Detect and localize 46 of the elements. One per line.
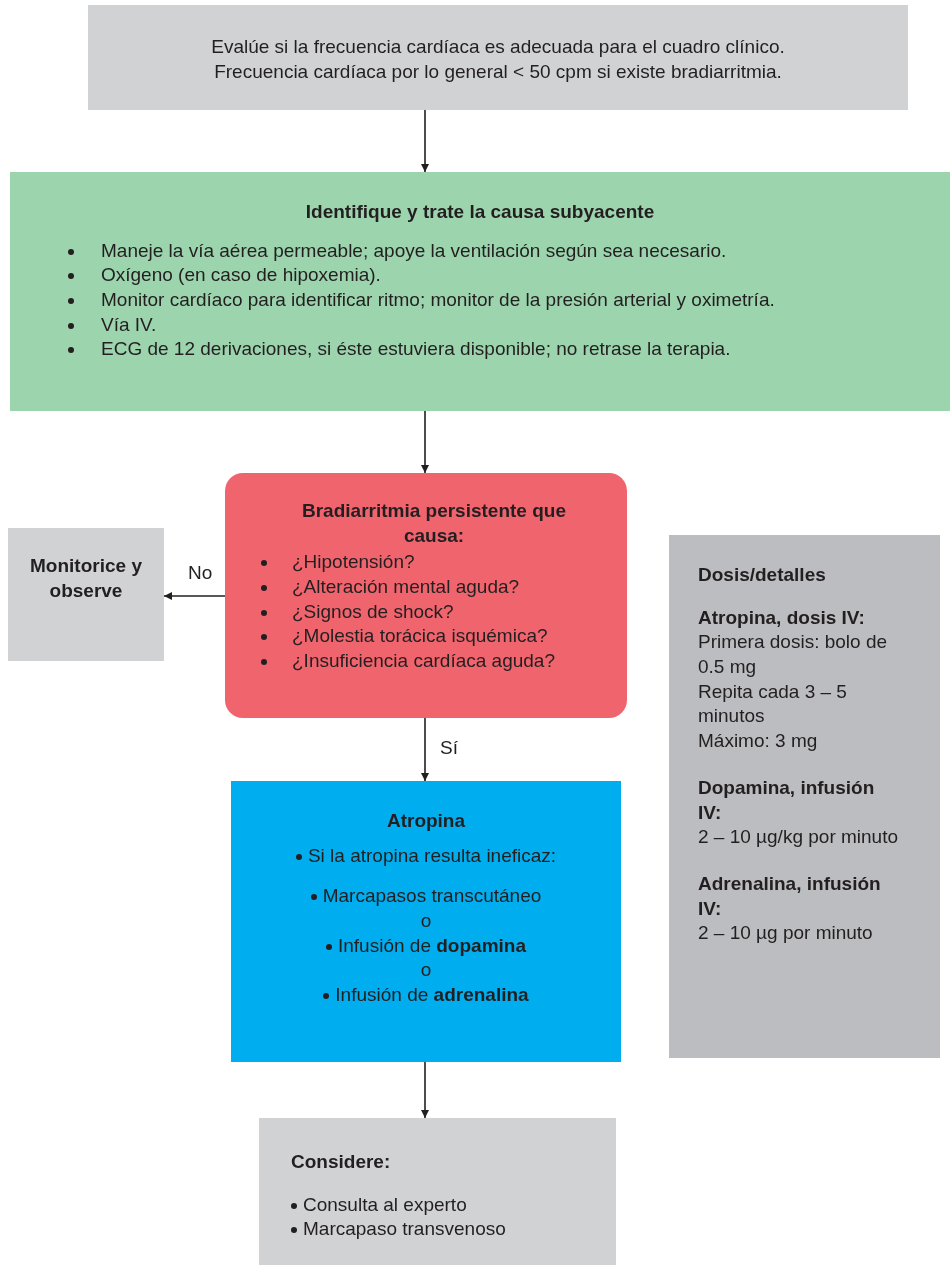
bullet-text: Maneje la vía aérea permeable; apoye la ventilación según sea necesario. bbox=[101, 238, 727, 263]
dosage-panel bbox=[669, 535, 940, 1058]
bullet-text: Marcapasos transcutáneo bbox=[322, 884, 542, 909]
consider-box bbox=[259, 1118, 616, 1265]
bullet-text: Vía IV. bbox=[101, 312, 157, 337]
connector-word: o bbox=[419, 909, 433, 934]
bullet-text: ¿Alteración mental aguda? bbox=[292, 575, 520, 600]
bullet-text: ¿Signos de shock? bbox=[292, 599, 454, 624]
box-text: Monitorice y observe bbox=[29, 554, 143, 603]
bullet-text: Monitor cardíaco para identificar ritmo; monitor de la presión arterial y oximetría. bbox=[101, 288, 775, 313]
box-heading: Identifique y trate la causa subyacente bbox=[304, 200, 656, 224]
bullet-text: Infusión de dopamina bbox=[338, 933, 526, 958]
connector-word: o bbox=[419, 958, 433, 983]
bullet-text: Infusión de adrenalina bbox=[335, 983, 529, 1008]
bullet-text: Consulta al experto bbox=[303, 1192, 467, 1217]
arrow bbox=[421, 717, 429, 782]
arrow bbox=[163, 592, 226, 600]
box-heading: Bradiarritmia persistente que causa: bbox=[301, 499, 567, 548]
bullet-text: ¿Molestia torácica isquémica? bbox=[292, 624, 548, 649]
bullet-text: Oxígeno (en caso de hipoxemia). bbox=[101, 263, 381, 288]
arrow bbox=[421, 1061, 429, 1119]
box-heading: Atropina bbox=[385, 809, 467, 833]
box-text: 2 – 10 µg/kg por minuto bbox=[698, 825, 898, 850]
box-text: Primera dosis: bolo de 0.5 mg bbox=[698, 630, 889, 680]
bullet-text: ECG de 12 derivaciones, si éste estuviera disponible; no retrase la terapia. bbox=[101, 337, 731, 362]
dose-heading: Dopamina, infusión IV: bbox=[698, 775, 876, 825]
arrow bbox=[421, 109, 429, 173]
box-heading: Considere: bbox=[291, 1150, 392, 1174]
box-text: Repita cada 3 – 5 minutos bbox=[698, 679, 848, 729]
box-text: 2 – 10 µg por minuto bbox=[698, 921, 874, 946]
bullet-text: ¿Insuficiencia cardíaca aguda? bbox=[292, 649, 555, 674]
arrow bbox=[421, 410, 429, 474]
dose-heading: Atropina, dosis IV: bbox=[698, 605, 866, 630]
bullet-text: Si la atropina resulta ineficaz: bbox=[307, 843, 557, 868]
decision-box bbox=[225, 473, 627, 718]
box-text: Máximo: 3 mg bbox=[698, 729, 819, 754]
process-box bbox=[10, 172, 950, 411]
outcome-box bbox=[8, 528, 164, 661]
panel-heading: Dosis/detalles bbox=[698, 563, 827, 587]
bullet-text: Marcapaso transvenoso bbox=[303, 1217, 506, 1242]
treatment-box bbox=[231, 781, 621, 1062]
box-text: Evalúe si la frecuencia cardíaca es adecuada para el cuadro clínico. bbox=[210, 35, 786, 59]
box-text: Frecuencia cardíaca por lo general < 50 cpm si existe bradiarritmia. bbox=[213, 59, 783, 84]
dose-heading: Adrenalina, infusión IV: bbox=[698, 871, 882, 921]
bullet-text: ¿Hipotensión? bbox=[292, 550, 415, 575]
process-box bbox=[88, 5, 908, 110]
